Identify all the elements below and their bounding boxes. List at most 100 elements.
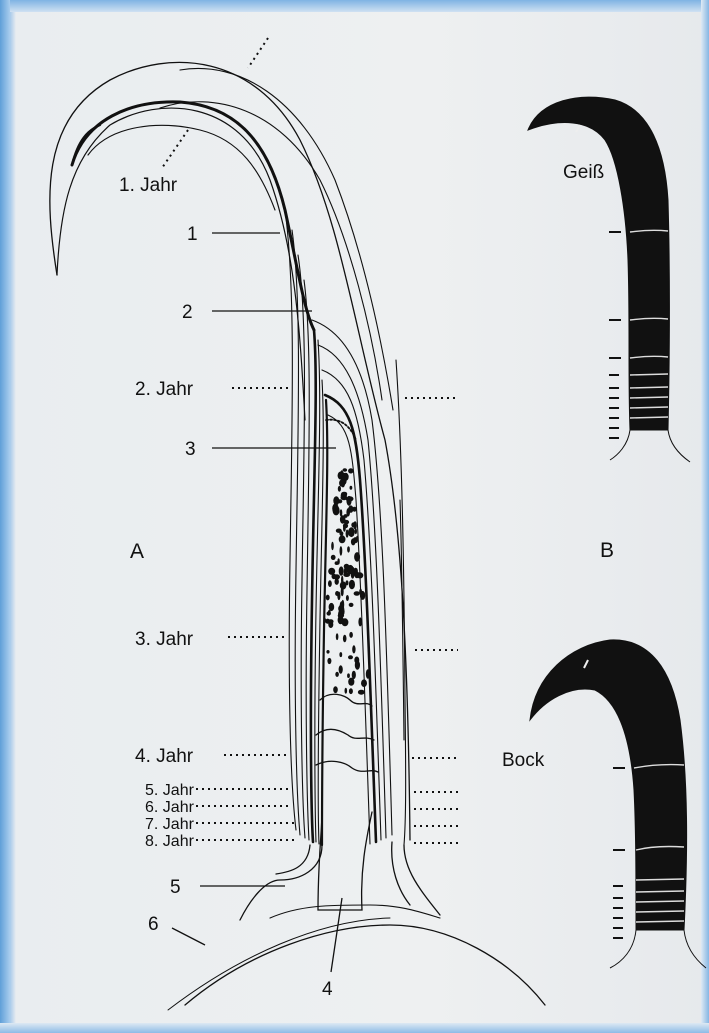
right-layer-5 [328, 415, 370, 844]
bone-pore [351, 538, 356, 545]
bone-pore [349, 580, 355, 589]
bone-pore [354, 571, 359, 575]
bone-pore [347, 673, 350, 678]
bone-pore [347, 546, 350, 552]
bone-pore [338, 486, 341, 492]
bone-pore [366, 669, 370, 679]
core-wave-3 [316, 761, 378, 772]
bone-pore [340, 546, 343, 556]
bone-pore [324, 618, 326, 623]
bone-pore [359, 589, 362, 595]
year-label-6: 6. Jahr [145, 799, 195, 816]
bone-pore [344, 520, 349, 524]
core-base [318, 812, 372, 910]
year-label-8: 8. Jahr [145, 833, 195, 850]
bone-pore [340, 509, 343, 516]
bone-pore [339, 535, 346, 543]
part-label-3: 3 [185, 439, 196, 460]
base-right-inner [392, 842, 410, 905]
bone-pore [361, 679, 367, 687]
first-year-horn [72, 102, 314, 330]
bone-pore [348, 468, 353, 473]
base-left-outer [240, 845, 322, 920]
arc-2 [88, 125, 275, 210]
year-label-7: 7. Jahr [145, 816, 195, 833]
bone-pore [329, 603, 335, 611]
bone-pore [340, 581, 347, 589]
bone-pore [350, 486, 353, 490]
bone-pore [352, 671, 356, 679]
part-label-1: 1 [187, 224, 198, 245]
bone-pore [348, 655, 353, 659]
bone-pore [328, 580, 332, 587]
bone-pore [339, 480, 344, 487]
bone-pore [343, 635, 347, 643]
year-label-1: 1. Jahr [119, 175, 178, 196]
arc-3 [160, 102, 382, 400]
year-label-3: 3. Jahr [135, 629, 194, 650]
base-left-inner [276, 845, 310, 874]
bone-pore [354, 591, 360, 596]
panel-label-b: B [600, 539, 614, 562]
bone-pore [343, 468, 348, 472]
bone-pore [343, 525, 346, 532]
bone-pore [341, 492, 347, 496]
part-label-4: 4 [322, 979, 333, 1000]
left-layer-1 [285, 210, 296, 830]
panel-label-a: A [130, 540, 144, 563]
bone-pore [349, 603, 354, 607]
bone-pore [346, 530, 349, 538]
bone-pore [358, 690, 365, 695]
bone-pore [337, 558, 339, 564]
right-layer-bold [325, 395, 376, 842]
bone-pore [339, 566, 344, 575]
year-label-4: 4. Jahr [135, 746, 194, 767]
first-year-tip [72, 125, 100, 165]
core-wave-2 [316, 729, 374, 740]
bone-pore [338, 614, 344, 618]
left-layer-2 [292, 230, 300, 835]
bone-pore [328, 619, 334, 624]
bone-pore [326, 650, 329, 654]
bone-pore [349, 688, 353, 694]
bone-pore [326, 595, 330, 601]
part-label-2: 2 [182, 302, 193, 323]
bone-pore [327, 658, 331, 664]
bone-pore [348, 527, 355, 537]
bone-pore [343, 473, 349, 481]
tip-inner-line [57, 108, 305, 420]
bone-pore [358, 617, 362, 626]
bone-pore [354, 552, 360, 562]
bone-pore [348, 567, 354, 571]
skull-line [185, 925, 545, 1005]
bone-pore [334, 574, 340, 579]
bone-pore [339, 531, 343, 536]
year-label-5: 5. Jahr [145, 782, 195, 799]
bone-pore [333, 686, 338, 693]
skin-line [270, 905, 440, 918]
bone-pore [345, 568, 347, 577]
male-horn [530, 640, 706, 968]
horn-section-drawing [50, 62, 545, 1010]
bone-pore [335, 672, 339, 677]
bone-pore [340, 470, 343, 476]
bone-pore [335, 591, 339, 596]
bone-pore [355, 660, 360, 669]
year-label-2: 2. Jahr [135, 379, 194, 400]
bone-pore [336, 633, 339, 640]
part-label-6: 6 [148, 914, 159, 935]
bone-pore [349, 632, 353, 638]
right-layer-6 [396, 360, 406, 845]
bone-pore [331, 542, 334, 550]
bone-pore [352, 645, 355, 653]
bone-pore [346, 496, 351, 506]
bone-pore [345, 688, 348, 694]
female-horn [528, 97, 690, 462]
part-label-5: 5 [170, 877, 181, 898]
bone-pore [331, 555, 336, 560]
bone-pore [356, 536, 358, 540]
left-layer-3 [298, 255, 305, 838]
bone-pore [346, 595, 349, 601]
bone-pore [339, 652, 342, 657]
